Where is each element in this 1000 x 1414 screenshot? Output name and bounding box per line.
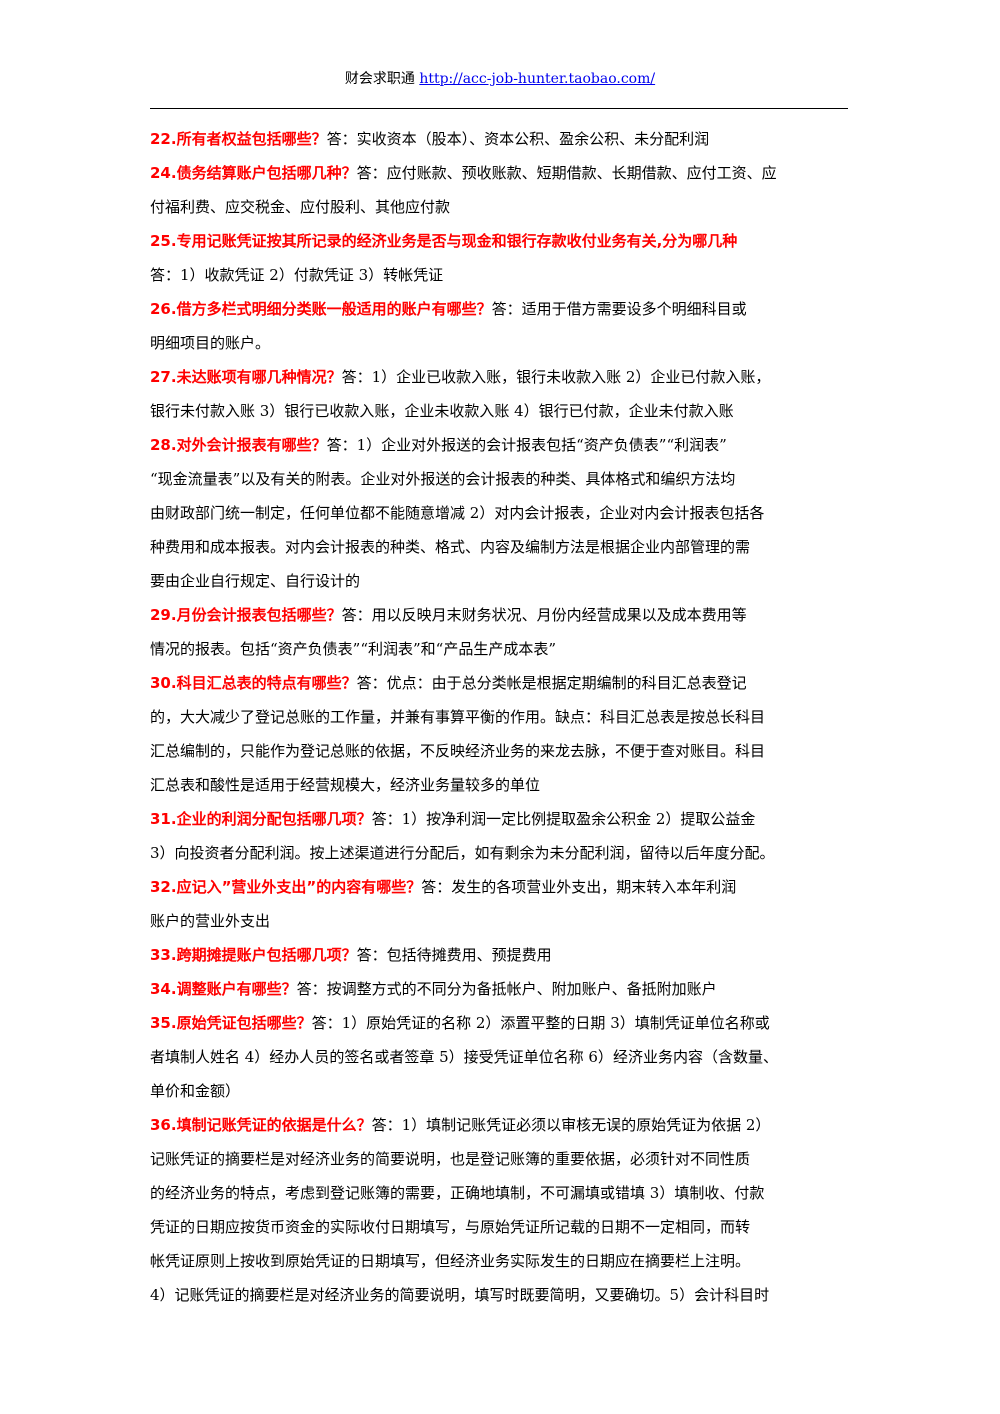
text-line: 银行未付款入账 3）银行已收款入账，企业未收款入账 4）银行已付款，企业未付款入…	[150, 394, 850, 428]
answer-text: 情况的报表。包括“资产负债表”“利润表”和“产品生产成本表”	[150, 640, 557, 658]
answer-text: 答：按调整方式的不同分为备抵帐户、附加账户、备抵附加账户	[296, 980, 717, 998]
answer-text: 汇总编制的，只能作为登记总账的依据，不反映经济业务的来龙去脉，不便于查对账目。科…	[150, 742, 766, 760]
answer-text: 由财政部门统一制定，任何单位都不能随意增减 2）对内会计报表，企业对内会计报表包…	[150, 504, 765, 522]
text-line: 31.企业的利润分配包括哪几项？答：1）按净利润一定比例提取盈余公积金 2）提取…	[150, 802, 850, 836]
header-brand: 财会求职通	[344, 71, 415, 87]
question-heading: 29.月份会计报表包括哪些？	[150, 606, 342, 624]
answer-text: 帐凭证原则上按收到原始凭证的日期填写，但经济业务实际发生的日期应在摘要栏上注明。	[150, 1252, 751, 1270]
answer-text: 答：1）企业已收款入账，银行未收款入账 2）企业已付款入账，	[341, 368, 771, 386]
answer-text: 明细项目的账户。	[150, 334, 271, 352]
answer-text: 种费用和成本报表。对内会计报表的种类、格式、内容及编制方法是根据企业内部管理的需	[150, 538, 751, 556]
page-header: 财会求职通 http://acc-job-hunter.taobao.com/	[150, 68, 850, 88]
text-line: 27.未达账项有哪几种情况？答：1）企业已收款入账，银行未收款入账 2）企业已付…	[150, 360, 850, 394]
text-line: 29.月份会计报表包括哪些？答：用以反映月末财务状况、月份内经营成果以及成本费用…	[150, 598, 850, 632]
question-heading: 22.所有者权益包括哪些？	[150, 130, 327, 148]
answer-text: 单价和金额）	[150, 1082, 241, 1100]
answer-text: 答：1）企业对外报送的会计报表包括“资产负债表”“利润表”	[326, 436, 727, 454]
answer-text: 银行未付款入账 3）银行已收款入账，企业未收款入账 4）银行已付款，企业未付款入…	[150, 402, 734, 420]
answer-text: 答：1）原始凭证的名称 2）添置平整的日期 3）填制凭证单位名称或	[311, 1014, 770, 1032]
question-heading: 26.借方多栏式明细分类账一般适用的账户有哪些？	[150, 300, 492, 318]
text-line: 帐凭证原则上按收到原始凭证的日期填写，但经济业务实际发生的日期应在摘要栏上注明。	[150, 1244, 850, 1278]
answer-text: 者填制人姓名 4）经办人员的签名或者签章 5）接受凭证单位名称 6）经济业务内容…	[150, 1048, 778, 1066]
answer-text: 答：1）按净利润一定比例提取盈余公积金 2）提取公益金	[371, 810, 756, 828]
answer-text: 答：1）填制记账凭证必须以审核无误的原始凭证为依据 2）	[371, 1116, 771, 1134]
text-line: 种费用和成本报表。对内会计报表的种类、格式、内容及编制方法是根据企业内部管理的需	[150, 530, 850, 564]
text-line: 要由企业自行规定、自行设计的	[150, 564, 850, 598]
text-line: 35.原始凭证包括哪些？答：1）原始凭证的名称 2）添置平整的日期 3）填制凭证…	[150, 1006, 850, 1040]
question-heading: 30.科目汇总表的特点有哪些？	[150, 674, 357, 692]
answer-text: 答：适用于借方需要设多个明细科目或	[491, 300, 747, 318]
answer-text: 3）向投资者分配利润。按上述渠道进行分配后，如有剩余为未分配利润，留待以后年度分…	[150, 844, 775, 862]
text-line: 34.调整账户有哪些？答：按调整方式的不同分为备抵帐户、附加账户、备抵附加账户	[150, 972, 850, 1006]
answer-text: 4）记账凭证的摘要栏是对经济业务的简要说明，填写时既要简明，又要确切。5）会计科…	[150, 1286, 770, 1304]
text-line: 明细项目的账户。	[150, 326, 850, 360]
question-heading: 27.未达账项有哪几种情况？	[150, 368, 342, 386]
answer-text: 答：应付账款、预收账款、短期借款、长期借款、应付工资、应	[356, 164, 777, 182]
question-heading: 36.填制记账凭证的依据是什么？	[150, 1116, 372, 1134]
text-line: 单价和金额）	[150, 1074, 850, 1108]
text-line: 26.借方多栏式明细分类账一般适用的账户有哪些？答：适用于借方需要设多个明细科目…	[150, 292, 850, 326]
text-line: 3）向投资者分配利润。按上述渠道进行分配后，如有剩余为未分配利润，留待以后年度分…	[150, 836, 850, 870]
answer-text: 答：实收资本（股本）、资本公积、盈余公积、未分配利润	[326, 130, 710, 148]
text-line: 付福利费、应交税金、应付股利、其他应付款	[150, 190, 850, 224]
text-line: 情况的报表。包括“资产负债表”“利润表”和“产品生产成本表”	[150, 632, 850, 666]
text-line: 记账凭证的摘要栏是对经济业务的简要说明，也是登记账簿的重要依据，必须针对不同性质	[150, 1142, 850, 1176]
text-line: 的，大大减少了登记总账的工作量，并兼有事算平衡的作用。缺点：科目汇总表是按总长科…	[150, 700, 850, 734]
header-url-link[interactable]: http://acc-job-hunter.taobao.com/	[419, 71, 656, 87]
answer-text: 的经济业务的特点，考虑到登记账簿的需要，正确地填制，不可漏填或错填 3）填制收、…	[150, 1184, 765, 1202]
text-line: 25.专用记账凭证按其所记录的经济业务是否与现金和银行存款收付业务有关,分为哪几…	[150, 224, 850, 258]
answer-text: 凭证的日期应按货币资金的实际收付日期填写，与原始凭证所记载的日期不一定相同，而转	[150, 1218, 751, 1236]
text-line: 33.跨期摊提账户包括哪几项？答：包括待摊费用、预提费用	[150, 938, 850, 972]
answer-text: “现金流量表”以及有关的附表。企业对外报送的会计报表的种类、具体格式和编织方法均	[150, 470, 736, 488]
question-heading: 24.债务结算账户包括哪几种？	[150, 164, 357, 182]
text-line: 4）记账凭证的摘要栏是对经济业务的简要说明，填写时既要简明，又要确切。5）会计科…	[150, 1278, 850, 1312]
answer-text: 付福利费、应交税金、应付股利、其他应付款	[150, 198, 451, 216]
answer-text: 答：包括待摊费用、预提费用	[356, 946, 552, 964]
text-line: “现金流量表”以及有关的附表。企业对外报送的会计报表的种类、具体格式和编织方法均	[150, 462, 850, 496]
answer-text: 答：发生的各项营业外支出，期末转入本年利润	[421, 878, 737, 896]
question-heading: 31.企业的利润分配包括哪几项？	[150, 810, 372, 828]
question-heading: 33.跨期摊提账户包括哪几项？	[150, 946, 357, 964]
answer-text: 的，大大减少了登记总账的工作量，并兼有事算平衡的作用。缺点：科目汇总表是按总长科…	[150, 708, 766, 726]
text-line: 24.债务结算账户包括哪几种？答：应付账款、预收账款、短期借款、长期借款、应付工…	[150, 156, 850, 190]
answer-text: 汇总表和酸性是适用于经营规模大，经济业务量较多的单位	[150, 776, 541, 794]
text-line: 30.科目汇总表的特点有哪些？答：优点：由于总分类帐是根据定期编制的科目汇总表登…	[150, 666, 850, 700]
text-line: 答：1）收款凭证 2）付款凭证 3）转帐凭证	[150, 258, 850, 292]
question-heading: 34.调整账户有哪些？	[150, 980, 297, 998]
question-heading: 28.对外会计报表有哪些？	[150, 436, 327, 454]
answer-text: 答：用以反映月末财务状况、月份内经营成果以及成本费用等	[341, 606, 747, 624]
text-line: 的经济业务的特点，考虑到登记账簿的需要，正确地填制，不可漏填或错填 3）填制收、…	[150, 1176, 850, 1210]
question-heading: 32.应记入”营业外支出”的内容有哪些？	[150, 878, 422, 896]
text-line: 汇总编制的，只能作为登记总账的依据，不反映经济业务的来龙去脉，不便于查对账目。科…	[150, 734, 850, 768]
text-line: 由财政部门统一制定，任何单位都不能随意增减 2）对内会计报表，企业对内会计报表包…	[150, 496, 850, 530]
answer-text: 答：1）收款凭证 2）付款凭证 3）转帐凭证	[150, 266, 444, 284]
text-line: 账户的营业外支出	[150, 904, 850, 938]
answer-text: 答：优点：由于总分类帐是根据定期编制的科目汇总表登记	[356, 674, 747, 692]
text-line: 者填制人姓名 4）经办人员的签名或者签章 5）接受凭证单位名称 6）经济业务内容…	[150, 1040, 850, 1074]
text-line: 32.应记入”营业外支出”的内容有哪些？答：发生的各项营业外支出，期末转入本年利…	[150, 870, 850, 904]
text-line: 28.对外会计报表有哪些？答：1）企业对外报送的会计报表包括“资产负债表”“利润…	[150, 428, 850, 462]
text-line: 凭证的日期应按货币资金的实际收付日期填写，与原始凭证所记载的日期不一定相同，而转	[150, 1210, 850, 1244]
answer-text: 记账凭证的摘要栏是对经济业务的简要说明，也是登记账簿的重要依据，必须针对不同性质	[150, 1150, 751, 1168]
answer-text: 要由企业自行规定、自行设计的	[150, 572, 361, 590]
text-line: 汇总表和酸性是适用于经营规模大，经济业务量较多的单位	[150, 768, 850, 802]
question-heading: 25.专用记账凭证按其所记录的经济业务是否与现金和银行存款收付业务有关,分为哪几…	[150, 232, 738, 250]
text-line: 22.所有者权益包括哪些？答：实收资本（股本）、资本公积、盈余公积、未分配利润	[150, 122, 850, 156]
header-divider	[150, 108, 848, 109]
text-line: 36.填制记账凭证的依据是什么？答：1）填制记账凭证必须以审核无误的原始凭证为依…	[150, 1108, 850, 1142]
answer-text: 账户的营业外支出	[150, 912, 271, 930]
question-heading: 35.原始凭证包括哪些？	[150, 1014, 312, 1032]
